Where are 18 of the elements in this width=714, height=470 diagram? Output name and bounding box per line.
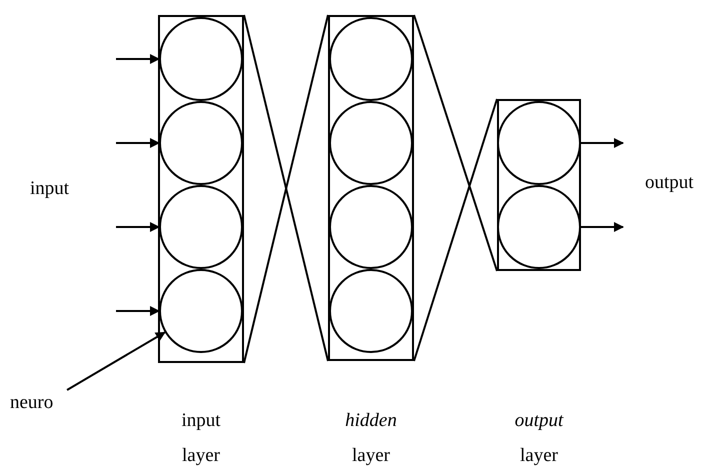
arrow (116, 306, 160, 316)
arrow (581, 222, 624, 232)
layer-caption: input layer (180, 409, 222, 468)
arrow (66, 331, 166, 391)
io-label: input (30, 177, 70, 201)
arrow (116, 138, 160, 148)
layer-box (158, 15, 244, 363)
node-label: neuro (10, 391, 54, 415)
connection-line (413, 14, 498, 272)
arrow (116, 222, 160, 232)
arrow (581, 138, 624, 148)
layer-caption: hidden layer (344, 409, 398, 468)
layer-caption: output layer (514, 409, 564, 468)
layer-box (328, 15, 414, 361)
layer-box (497, 99, 581, 271)
connection-line (413, 98, 498, 362)
arrow (116, 54, 160, 64)
io-label: output (645, 171, 694, 195)
